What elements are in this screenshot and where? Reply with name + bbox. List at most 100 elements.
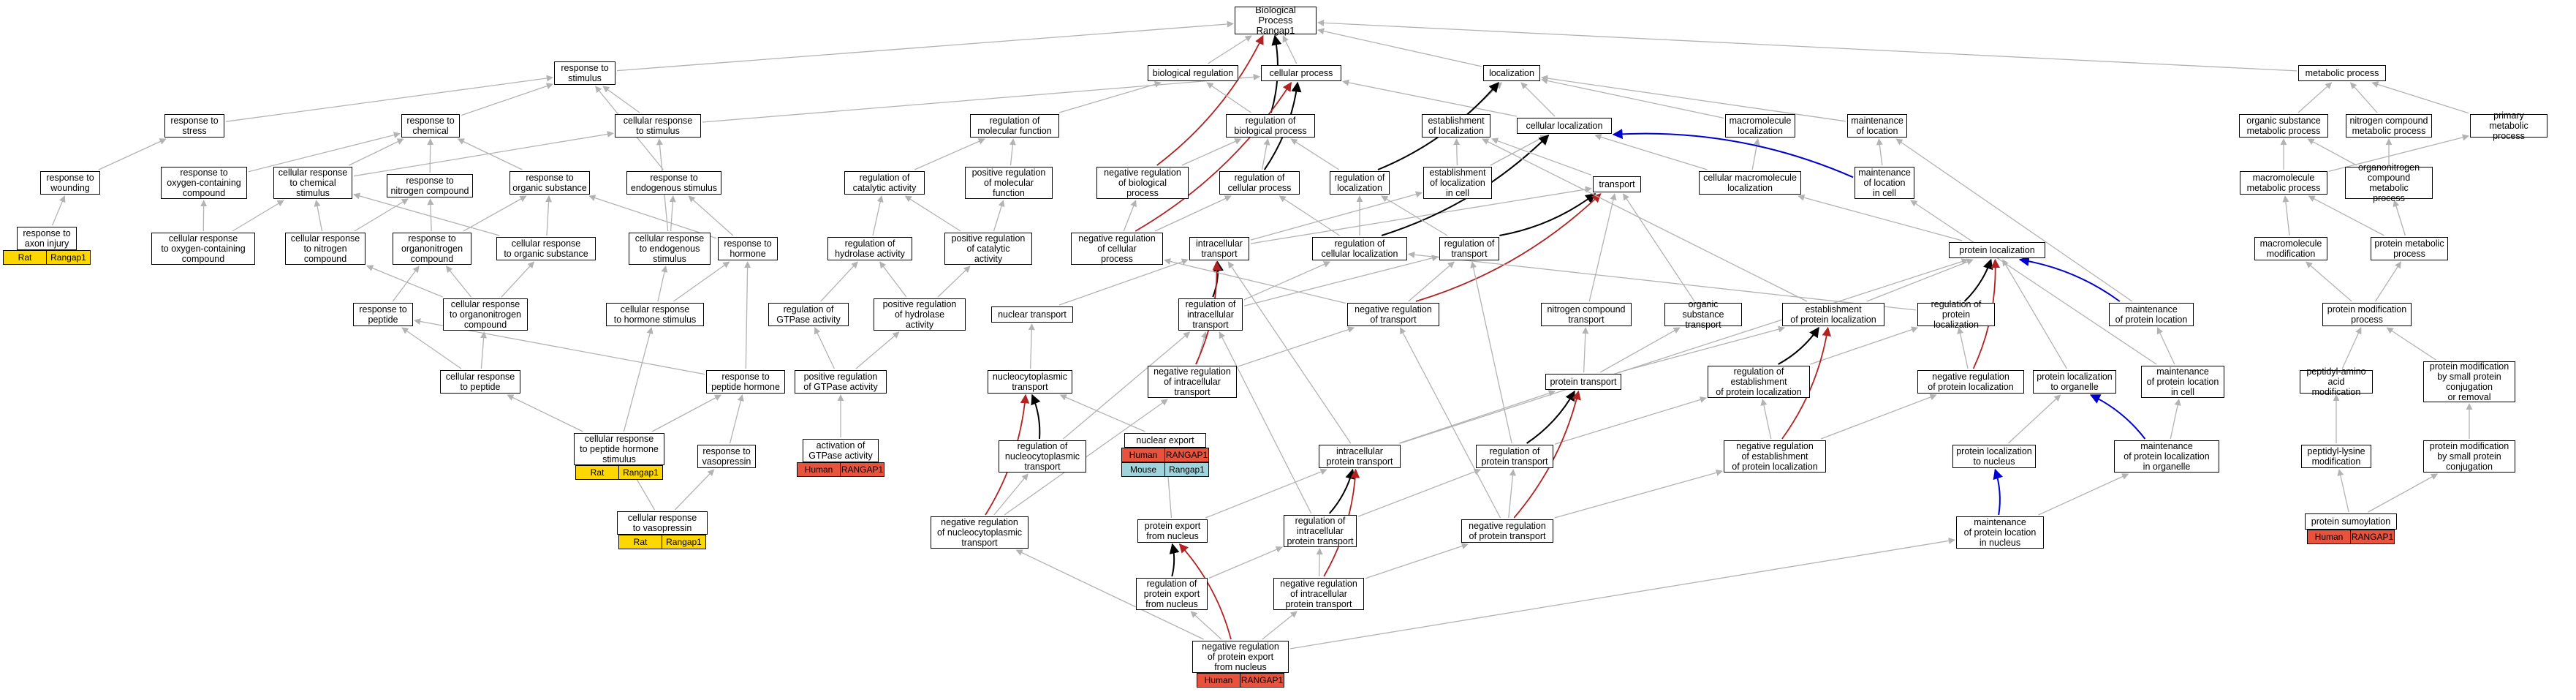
go-term-pos-reg-gtpase[interactable]: positive regulation of GTPase activity [795, 370, 887, 394]
go-term-macro-met[interactable]: macromolecule metabolic process [2240, 171, 2327, 195]
go-term-intra-prot-transport[interactable]: intracellular protein transport [1319, 445, 1401, 468]
go-term-reg-hydro[interactable]: regulation of hydrolase activity [827, 237, 912, 260]
go-term-resp-stress[interactable]: response to stress [164, 114, 224, 138]
go-term-maint-loc[interactable]: maintenance of location [1847, 114, 1907, 138]
go-term-org-sub-met[interactable]: organic substance metabolic process [2239, 114, 2328, 138]
gene-label[interactable]: RANGAP1 [841, 462, 884, 477]
go-term-reg-prot-export[interactable]: regulation of protein export from nucleu… [1136, 578, 1208, 610]
go-term-org-sub-transport[interactable]: organic substance transport [1664, 299, 1742, 330]
go-term-resp-wound[interactable]: response to wounding [40, 171, 100, 195]
go-term-pos-reg-hydro[interactable]: positive regulation of hydrolase activit… [874, 298, 966, 331]
go-term-cell-resp-chem[interactable]: cellular response to chemical stimulus [273, 167, 352, 199]
go-term-prot-mod-small[interactable]: protein modification by small protein co… [2423, 361, 2515, 402]
go-term-peptidyl-lys[interactable]: peptidyl-lysine modification [2301, 445, 2371, 468]
go-term-reg-loc[interactable]: regulation of localization [1330, 171, 1390, 195]
species-label[interactable]: Rat [618, 535, 662, 549]
gene-label[interactable]: RANGAP1 [1165, 448, 1209, 462]
go-term-resp-vaso[interactable]: response to vasopressin [697, 445, 756, 468]
go-term-cellproc[interactable]: cellular process [1261, 65, 1341, 81]
go-term-pos-reg-molfunc[interactable]: positive regulation of molecular functio… [965, 167, 1053, 199]
go-term-reg-cellproc[interactable]: regulation of cellular process [1219, 171, 1300, 195]
go-term-resp-hormone[interactable]: response to hormone [718, 237, 778, 260]
go-term-cell-resp-nitro[interactable]: cellular response to nitrogen compound [285, 233, 365, 265]
go-term-prot-export-nucleus[interactable]: protein export from nucleus [1137, 519, 1208, 543]
go-term-prot-sumo[interactable]: protein sumoylation [2305, 513, 2397, 530]
gene-label[interactable]: Rangap1 [662, 535, 706, 549]
species-label[interactable]: Rat [3, 250, 47, 265]
go-term-reg-transport[interactable]: regulation of transport [1439, 237, 1499, 260]
go-term-act-gtpase[interactable]: activation of GTPase activity [803, 439, 879, 462]
go-term-resp-peptide[interactable]: response to peptide [353, 303, 413, 326]
go-term-nitro-transport[interactable]: nitrogen compound transport [1541, 303, 1632, 326]
go-term-reg-intra-transport[interactable]: regulation of intracellular transport [1178, 298, 1243, 331]
species-label[interactable]: Human [1121, 448, 1165, 462]
go-term-macro-loc[interactable]: macromolecule localization [1725, 114, 1795, 138]
go-term-resp-oxy[interactable]: response to oxygen-containing compound [161, 167, 247, 199]
go-term-transport[interactable]: transport [1593, 176, 1641, 192]
gene-label[interactable]: RANGAP1 [2351, 530, 2395, 544]
go-term-reg-estab-prot-loc[interactable]: regulation of establishment of protein l… [1708, 366, 1810, 398]
species-label[interactable]: Rat [575, 465, 619, 480]
go-term-organonitro-met[interactable]: organonitrogen compound metabolic proces… [2345, 162, 2433, 203]
go-term-resp-endo[interactable]: response to endogenous stimulus [626, 171, 721, 195]
go-term-reg-prot-transport[interactable]: regulation of protein transport [1476, 445, 1553, 468]
go-term-cell-resp-organonitro[interactable]: cellular response to organonitrogen comp… [443, 298, 528, 331]
go-term-cell-resp-pep-hormone[interactable]: cellular response to peptide hormone sti… [574, 433, 664, 465]
go-term-reg-gtpase[interactable]: regulation of GTPase activity [768, 303, 849, 326]
go-term-cell-resp-stim[interactable]: cellular response to stimulus [615, 114, 701, 138]
go-term-cell-loc[interactable]: cellular localization [1517, 118, 1612, 134]
gene-label[interactable]: Rangap1 [619, 465, 663, 480]
go-term-prim-met[interactable]: primary metabolic process [2470, 110, 2547, 141]
go-term-reg-intra-prot-transport[interactable]: regulation of intracellular protein tran… [1284, 515, 1357, 547]
go-term-neg-reg-intra-prot-transport[interactable]: negative regulation of intracellular pro… [1273, 578, 1364, 610]
go-term-prot-loc-organelle[interactable]: protein localization to organelle [2033, 370, 2116, 394]
go-term-cell-resp-oxy[interactable]: cellular response to oxygen-containing c… [151, 233, 255, 265]
go-term-prot-met[interactable]: protein metabolic process [2371, 237, 2448, 260]
go-term-maint-loc-cell[interactable]: maintenance of location in cell [1855, 167, 1914, 199]
go-term-resp-nitro[interactable]: response to nitrogen compound [387, 174, 473, 197]
go-term-neg-reg-cellproc[interactable]: negative regulation of cellular process [1071, 233, 1163, 265]
go-term-reg-nucleocyto[interactable]: regulation of nucleocytoplasmic transpor… [999, 440, 1086, 473]
go-term-prot-transport[interactable]: protein transport [1545, 374, 1621, 390]
species-label[interactable]: Human [2307, 530, 2351, 544]
go-term-neg-reg-prot-transport[interactable]: negative regulation of protein transport [1461, 519, 1553, 543]
go-term-cell-macro-loc[interactable]: cellular macromolecule localization [1699, 171, 1801, 195]
go-term-cell-resp-org-sub[interactable]: cellular response to organic substance [496, 237, 596, 260]
go-term-prot-mod-small-conj[interactable]: protein modification by small protein co… [2423, 440, 2515, 473]
go-term-reg-prot-loc[interactable]: regulation of protein localization [1917, 299, 1995, 330]
go-term-cell-resp-endo[interactable]: cellular response to endogenous stimulus [629, 233, 711, 265]
go-term-pos-reg-cat[interactable]: positive regulation of catalytic activit… [944, 233, 1032, 265]
gene-label[interactable]: Rangap1 [47, 250, 91, 265]
go-term-resp-org-sub[interactable]: response to organic substance [509, 171, 590, 195]
go-term-prot-mod[interactable]: protein modification process [2322, 303, 2412, 326]
go-term-prot-loc[interactable]: protein localization [1949, 242, 2045, 258]
go-term-neg-reg-prot-export[interactable]: negative regulation of protein export fr… [1192, 641, 1289, 673]
go-term-neg-reg-nucleocyto[interactable]: negative regulation of nucleocytoplasmic… [931, 516, 1028, 549]
go-term-estab-prot-loc[interactable]: establishment of protein localization [1782, 303, 1884, 326]
go-term-neg-reg-prot-loc[interactable]: negative regulation of protein localizat… [1917, 370, 2024, 394]
go-term-resp-axon[interactable]: response to axon injury [17, 227, 77, 250]
go-term-resp-pep-hormone[interactable]: response to peptide hormone [706, 370, 785, 394]
go-term-reg-cat[interactable]: regulation of catalytic activity [844, 171, 925, 195]
go-term-nuclear-transport[interactable]: nuclear transport [991, 306, 1073, 323]
go-term-cell-resp-vaso[interactable]: cellular response to vasopressin [617, 511, 708, 535]
go-term-peptidyl-aa[interactable]: peptidyl-amino acid modification [2300, 366, 2373, 397]
go-term-maint-prot-loc-organelle[interactable]: maintenance of protein localization in o… [2114, 440, 2219, 473]
go-term-bioreg[interactable]: biological regulation [1148, 65, 1238, 81]
go-term-neg-reg-transport[interactable]: negative regulation of transport [1347, 303, 1439, 326]
go-term-nitro-met[interactable]: nitrogen compound metabolic process [2346, 114, 2432, 138]
go-term-nucleocyto[interactable]: nucleocytoplasmic transport [988, 370, 1072, 394]
go-term-reg-molfunc[interactable]: regulation of molecular function [970, 114, 1059, 138]
go-term-estab-loc[interactable]: establishment of localization [1422, 114, 1490, 138]
species-label[interactable]: Mouse [1121, 462, 1165, 477]
go-term-reg-cell-loc[interactable]: regulation of cellular localization [1312, 237, 1407, 260]
go-term-macro-mod[interactable]: macromolecule modification [2254, 237, 2327, 260]
go-term-intra-transport[interactable]: intracellular transport [1189, 237, 1249, 260]
go-term-resp-organonitro[interactable]: response to organonitrogen compound [393, 233, 471, 265]
go-term-cell-resp-peptide[interactable]: cellular response to peptide [440, 370, 520, 394]
go-term-metabolic[interactable]: metabolic process [2298, 65, 2386, 81]
go-term-maint-prot-loc[interactable]: maintenance of protein location [2109, 303, 2194, 326]
go-term-nuclear-export[interactable]: nuclear export [1124, 433, 1206, 448]
go-term-root[interactable]: Biological Process Rangap1 [1235, 5, 1317, 36]
go-term-neg-reg-estab-prot-loc[interactable]: negative regulation of establishment of … [1724, 440, 1826, 473]
